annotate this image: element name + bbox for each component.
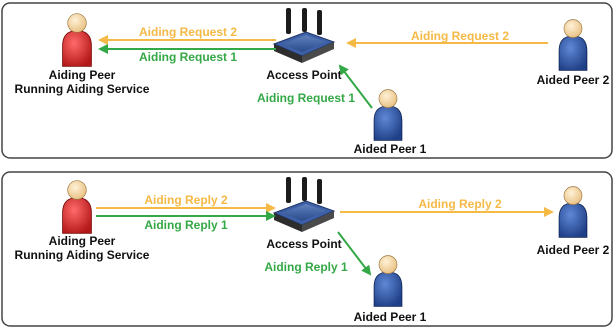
label-reply-2-left: Aiding Reply 2 — [144, 193, 228, 207]
reply-panel: Aiding Peer Running Aiding Service Acces… — [1, 171, 613, 327]
service-peer-label-line1: Aiding Peer — [49, 68, 116, 82]
label-request-2-left: Aiding Request 2 — [139, 25, 237, 39]
access-point-label: Access Point — [266, 237, 341, 251]
service-peer-label-line2: Running Aiding Service — [15, 82, 150, 96]
service-peer-label-line1: Aiding Peer — [49, 234, 116, 248]
label-reply-1-diagonal: Aiding Reply 1 — [264, 260, 348, 274]
aided-peer-1-label: Aided Peer 1 — [354, 142, 427, 156]
aided-peer-1-label: Aided Peer 1 — [354, 310, 427, 324]
aided-peer-2-label: Aided Peer 2 — [537, 243, 610, 257]
arrow-ap-to-peer1-reply-1 — [337, 231, 372, 276]
arrow-peer1-to-ap-request-1 — [338, 64, 373, 109]
aided-peer-2-label: Aided Peer 2 — [537, 73, 610, 87]
request-panel: Aiding Peer Running Aiding Service Acces… — [1, 2, 613, 159]
label-reply-2-right: Aiding Reply 2 — [418, 197, 502, 211]
service-peer-label-line2: Running Aiding Service — [15, 248, 150, 262]
access-point-label: Access Point — [266, 68, 341, 82]
panel-frame — [1, 2, 613, 159]
panel-frame — [1, 171, 613, 327]
label-request-1-diagonal: Aiding Request 1 — [257, 91, 355, 105]
label-request-2-right: Aiding Request 2 — [411, 29, 509, 43]
label-reply-1-left: Aiding Reply 1 — [144, 218, 228, 232]
label-request-1-left: Aiding Request 1 — [139, 50, 237, 64]
